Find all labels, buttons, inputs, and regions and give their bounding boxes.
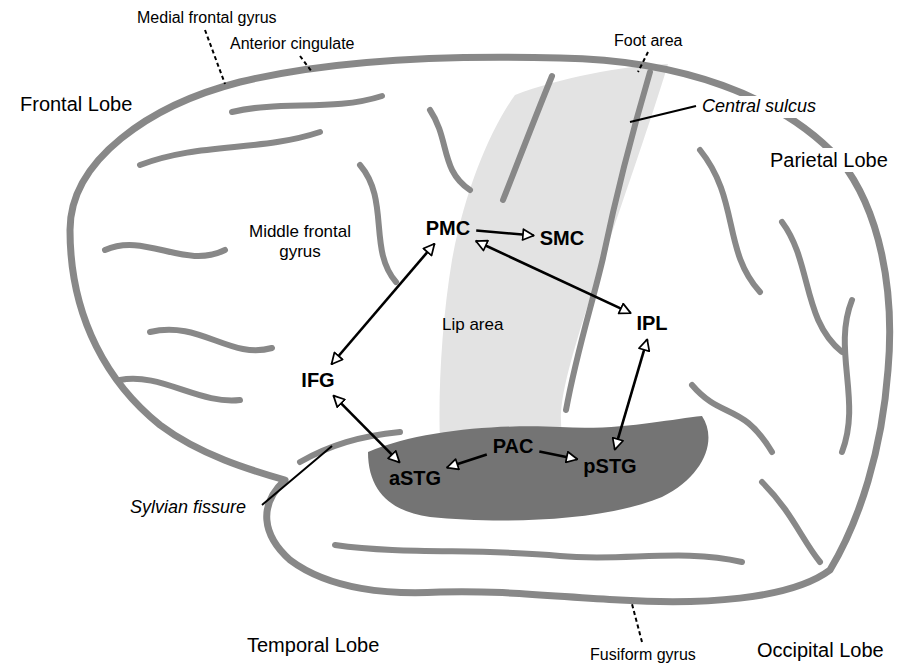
region-label: PAC — [490, 433, 537, 460]
anatomy-label: Medial frontal gyrus — [135, 8, 279, 27]
region-label: IFG — [298, 367, 337, 394]
region-name: SMC — [540, 227, 584, 250]
anatomy-label: Middle frontal gyrus — [236, 222, 364, 263]
connector-arrow — [476, 241, 631, 313]
brain-outline — [70, 57, 890, 601]
anatomy-label: Anterior cingulate — [228, 34, 357, 53]
leader-lines — [205, 30, 696, 642]
region-name: aSTG — [389, 467, 441, 490]
anatomy-label: Lip area — [440, 315, 505, 335]
anatomy-label: Occipital Lobe — [755, 638, 886, 662]
region-label: aSTG — [386, 465, 444, 492]
anatomy-label: Central sulcus — [700, 96, 818, 118]
connector-arrow — [615, 339, 647, 449]
anatomy-label: Temporal Lobe — [245, 633, 381, 657]
region-name: IPL — [636, 312, 667, 335]
region-label: IPL — [633, 310, 670, 337]
region-name: PAC — [493, 435, 534, 458]
region-label: pSTG — [580, 453, 639, 480]
anatomy-label: Fusiform gyrus — [588, 645, 698, 664]
superior-temporal-band — [368, 416, 708, 520]
region-label: SMC — [537, 225, 587, 252]
connector-arrow — [333, 396, 399, 463]
connector-arrow — [476, 230, 534, 235]
sulci — [105, 72, 852, 562]
region-name: IFG — [301, 369, 334, 392]
region-name: pSTG — [583, 455, 636, 478]
region-name: PMC — [426, 217, 470, 240]
anatomy-label: Frontal Lobe — [18, 92, 134, 116]
anatomy-label: Foot area — [612, 31, 684, 50]
connector-arrow — [447, 455, 487, 468]
anatomy-label: Parietal Lobe — [768, 148, 890, 172]
region-label: PMC — [423, 215, 473, 242]
connector-arrow — [539, 451, 577, 459]
anatomy-label: Sylvian fissure — [128, 497, 248, 519]
